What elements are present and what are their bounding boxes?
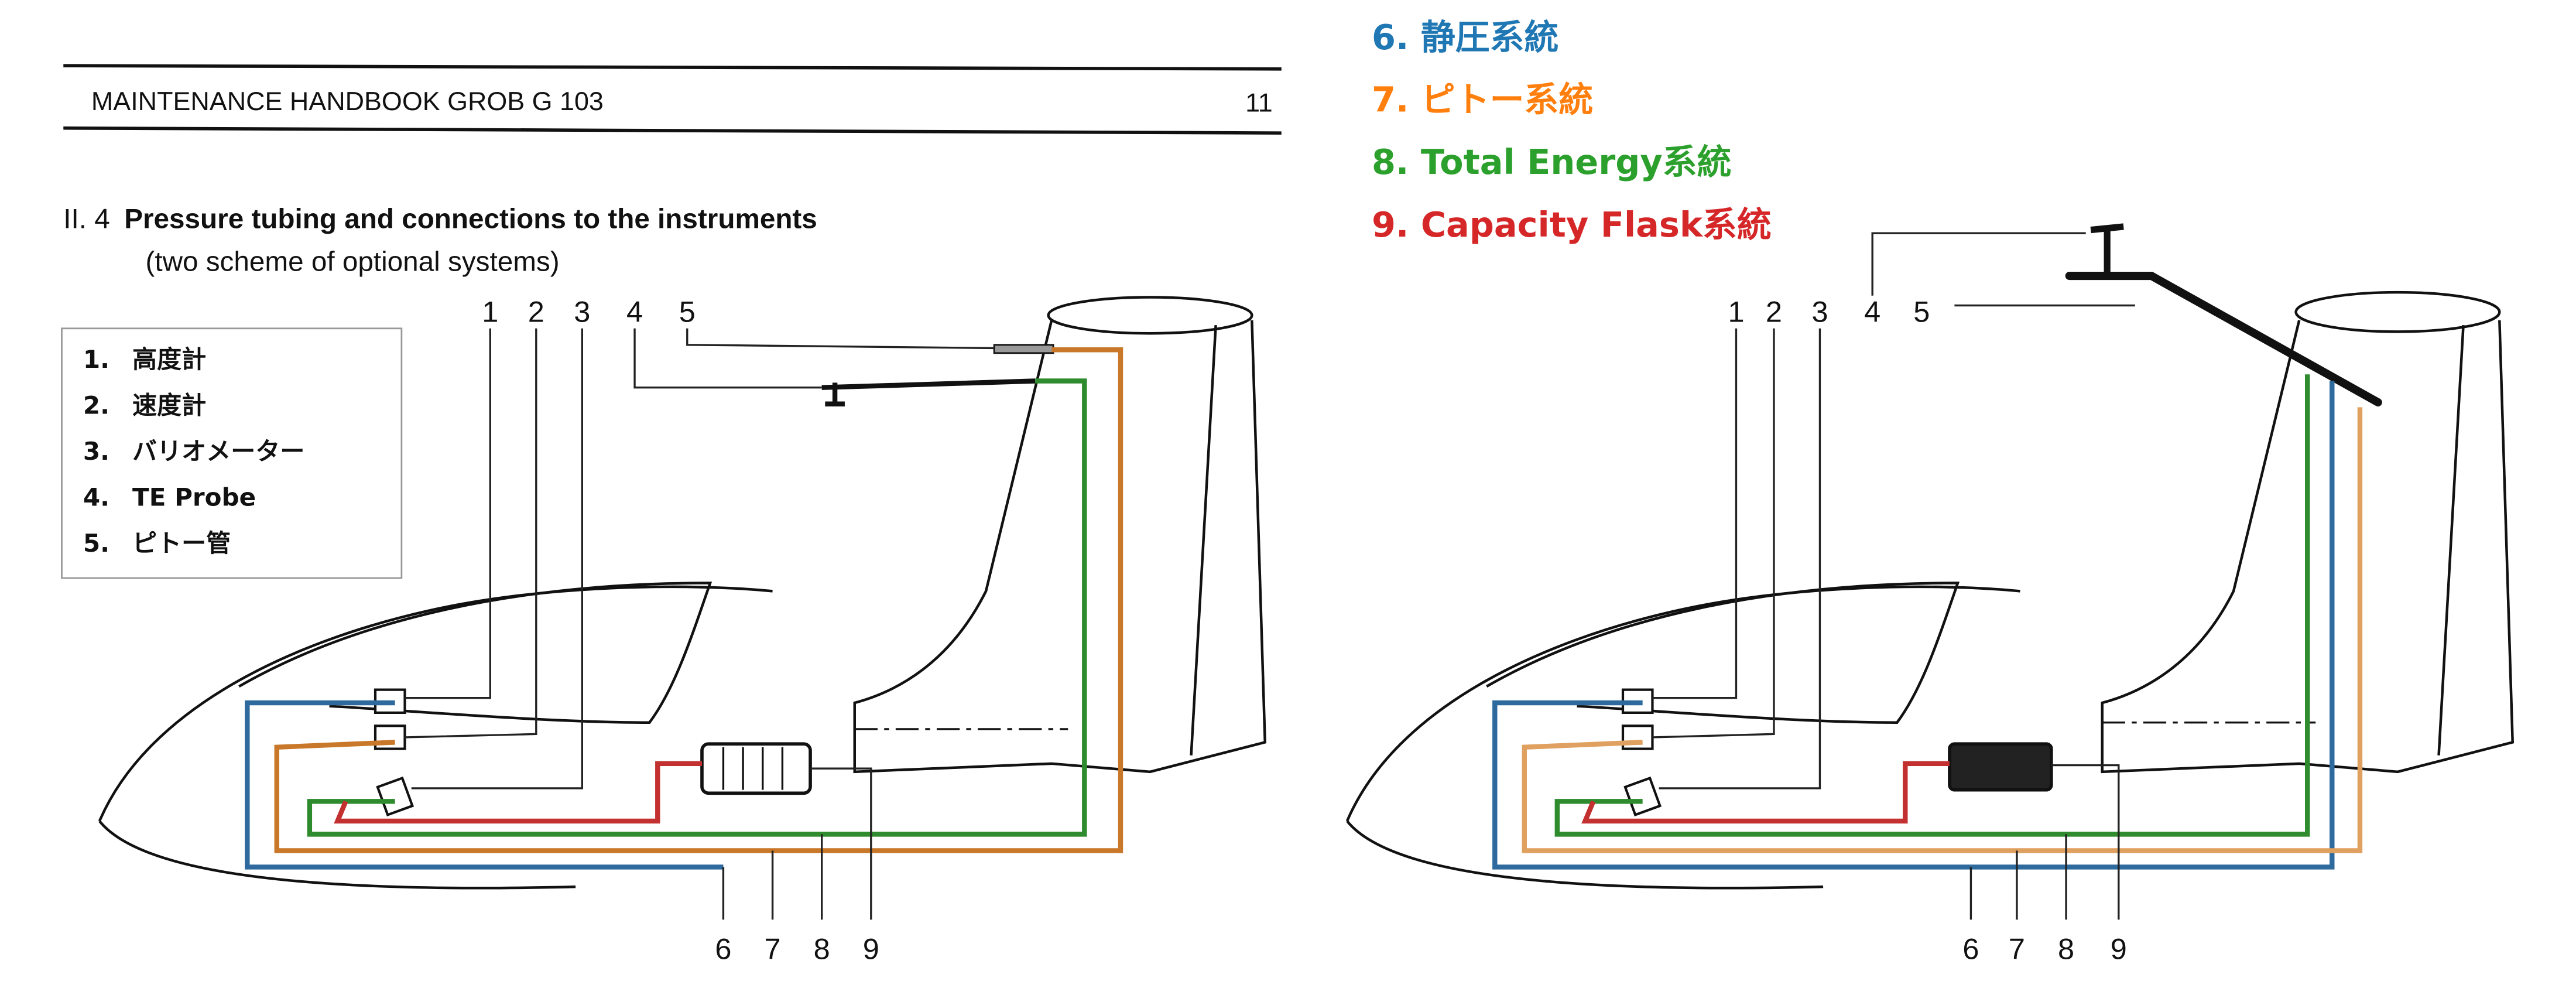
label-4: 4 — [1864, 295, 1880, 329]
fuselage-lower — [98, 820, 576, 890]
canopy-outline — [1486, 582, 1960, 724]
legend-num: 3. — [83, 437, 109, 466]
te-probe-head — [2090, 223, 2124, 276]
capacity-flask — [1948, 742, 2053, 792]
legend-label: 高度計 — [132, 345, 206, 374]
fin-outline — [853, 320, 1267, 774]
variometer — [376, 776, 415, 816]
fin-outline — [2101, 320, 2515, 774]
leader-1 — [1652, 328, 1738, 699]
label-7: 7 — [765, 932, 781, 965]
stabilizer-outline — [2294, 290, 2501, 333]
label-5: 5 — [1913, 295, 1930, 329]
legend-label: TE Probe — [132, 483, 256, 512]
leader-3 — [411, 328, 583, 789]
canopy-outline — [238, 582, 712, 724]
label-3: 3 — [574, 295, 590, 329]
leader-4 — [633, 328, 822, 389]
stabilizer-outline — [1047, 296, 1253, 335]
capacity-flask-tube — [334, 761, 702, 824]
legend-static: 6. 静圧系統 — [1372, 17, 1558, 57]
label-8: 8 — [814, 932, 830, 965]
legend-capacity-flask: 9. Capacity Flask系統 — [1372, 204, 1772, 245]
fin-rudder — [1190, 325, 1217, 756]
leader-1 — [405, 328, 491, 699]
fin-rudder — [2437, 325, 2465, 756]
variometer — [1623, 776, 1662, 816]
page-number: 11 — [1245, 88, 1273, 118]
legend-num: 2. — [83, 391, 109, 420]
leader-2 — [1652, 328, 1775, 739]
system-legend: 6. 静圧系統 7. ピトー系統 8. Total Energy系統 9. Ca… — [1372, 17, 1772, 245]
label-2: 2 — [1766, 295, 1782, 329]
instrument-legend-box — [61, 327, 403, 579]
instrument-legend: 1. 高度計 2. 速度計 3. バリオメーター 4. TE Probe 5. … — [83, 345, 304, 558]
label-9: 9 — [863, 932, 879, 965]
legend-total-energy: 8. Total Energy系統 — [1372, 142, 1732, 182]
legend-label: ピトー管 — [132, 529, 231, 558]
leader-9 — [810, 767, 872, 920]
te-probe — [821, 378, 1036, 406]
label-5: 5 — [679, 295, 696, 329]
section-heading: II. 4 Pressure tubing and connections to… — [63, 204, 817, 235]
airspeed-indicator — [1621, 724, 1654, 750]
static-tube — [1492, 381, 2335, 870]
diagram-right: 1 2 3 4 5 6 7 8 9 — [1345, 223, 2515, 965]
section-title: Pressure tubing and connections to the i… — [124, 204, 817, 235]
pitot-tube-line — [1522, 407, 2363, 853]
fuselage-lower — [1346, 820, 1824, 890]
label-7: 7 — [2009, 932, 2025, 965]
combined-probe — [2065, 272, 2382, 406]
handbook-title: MAINTENANCE HANDBOOK GROB G 103 — [91, 86, 604, 116]
legend-num: 4. — [83, 483, 109, 512]
legend-label: 速度計 — [132, 391, 206, 420]
capacity-flask — [700, 742, 812, 795]
label-8: 8 — [2058, 932, 2074, 965]
static-tube — [245, 700, 724, 870]
label-2: 2 — [528, 295, 544, 329]
total-energy-tube — [307, 378, 1087, 837]
leader-5 — [686, 328, 995, 350]
legend-num: 1. — [83, 345, 109, 374]
airspeed-indicator — [374, 724, 406, 750]
label-1: 1 — [1728, 295, 1744, 329]
diagram-left: 1 2 3 4 5 6 7 8 9 — [98, 295, 1267, 965]
header-top-rule — [63, 64, 1282, 71]
leader-9 — [2051, 764, 2120, 920]
label-6: 6 — [1962, 932, 1979, 965]
header-bottom-rule — [63, 126, 1282, 135]
legend-num: 5. — [83, 529, 109, 558]
leader-4 — [1871, 232, 2086, 296]
capacity-flask-tube — [1581, 761, 1950, 824]
legend-pitot: 7. ピトー系統 — [1372, 80, 1593, 120]
pitot-tube — [993, 344, 1054, 354]
label-3: 3 — [1811, 295, 1828, 329]
section-number: II. 4 — [63, 204, 109, 235]
fuselage-outline — [98, 585, 773, 822]
label-9: 9 — [2111, 932, 2127, 965]
leader-2 — [405, 328, 537, 739]
fuselage-outline — [1345, 585, 2020, 822]
label-6: 6 — [715, 932, 731, 965]
label-4: 4 — [626, 295, 643, 329]
label-1: 1 — [482, 295, 498, 329]
legend-label: バリオメーター — [132, 437, 304, 466]
leader-3 — [1659, 328, 1821, 789]
total-energy-tube — [1554, 374, 2310, 837]
section-subtitle: (two scheme of optional systems) — [145, 247, 559, 278]
pitot-tube-line — [274, 347, 1123, 853]
altimeter — [374, 688, 406, 715]
